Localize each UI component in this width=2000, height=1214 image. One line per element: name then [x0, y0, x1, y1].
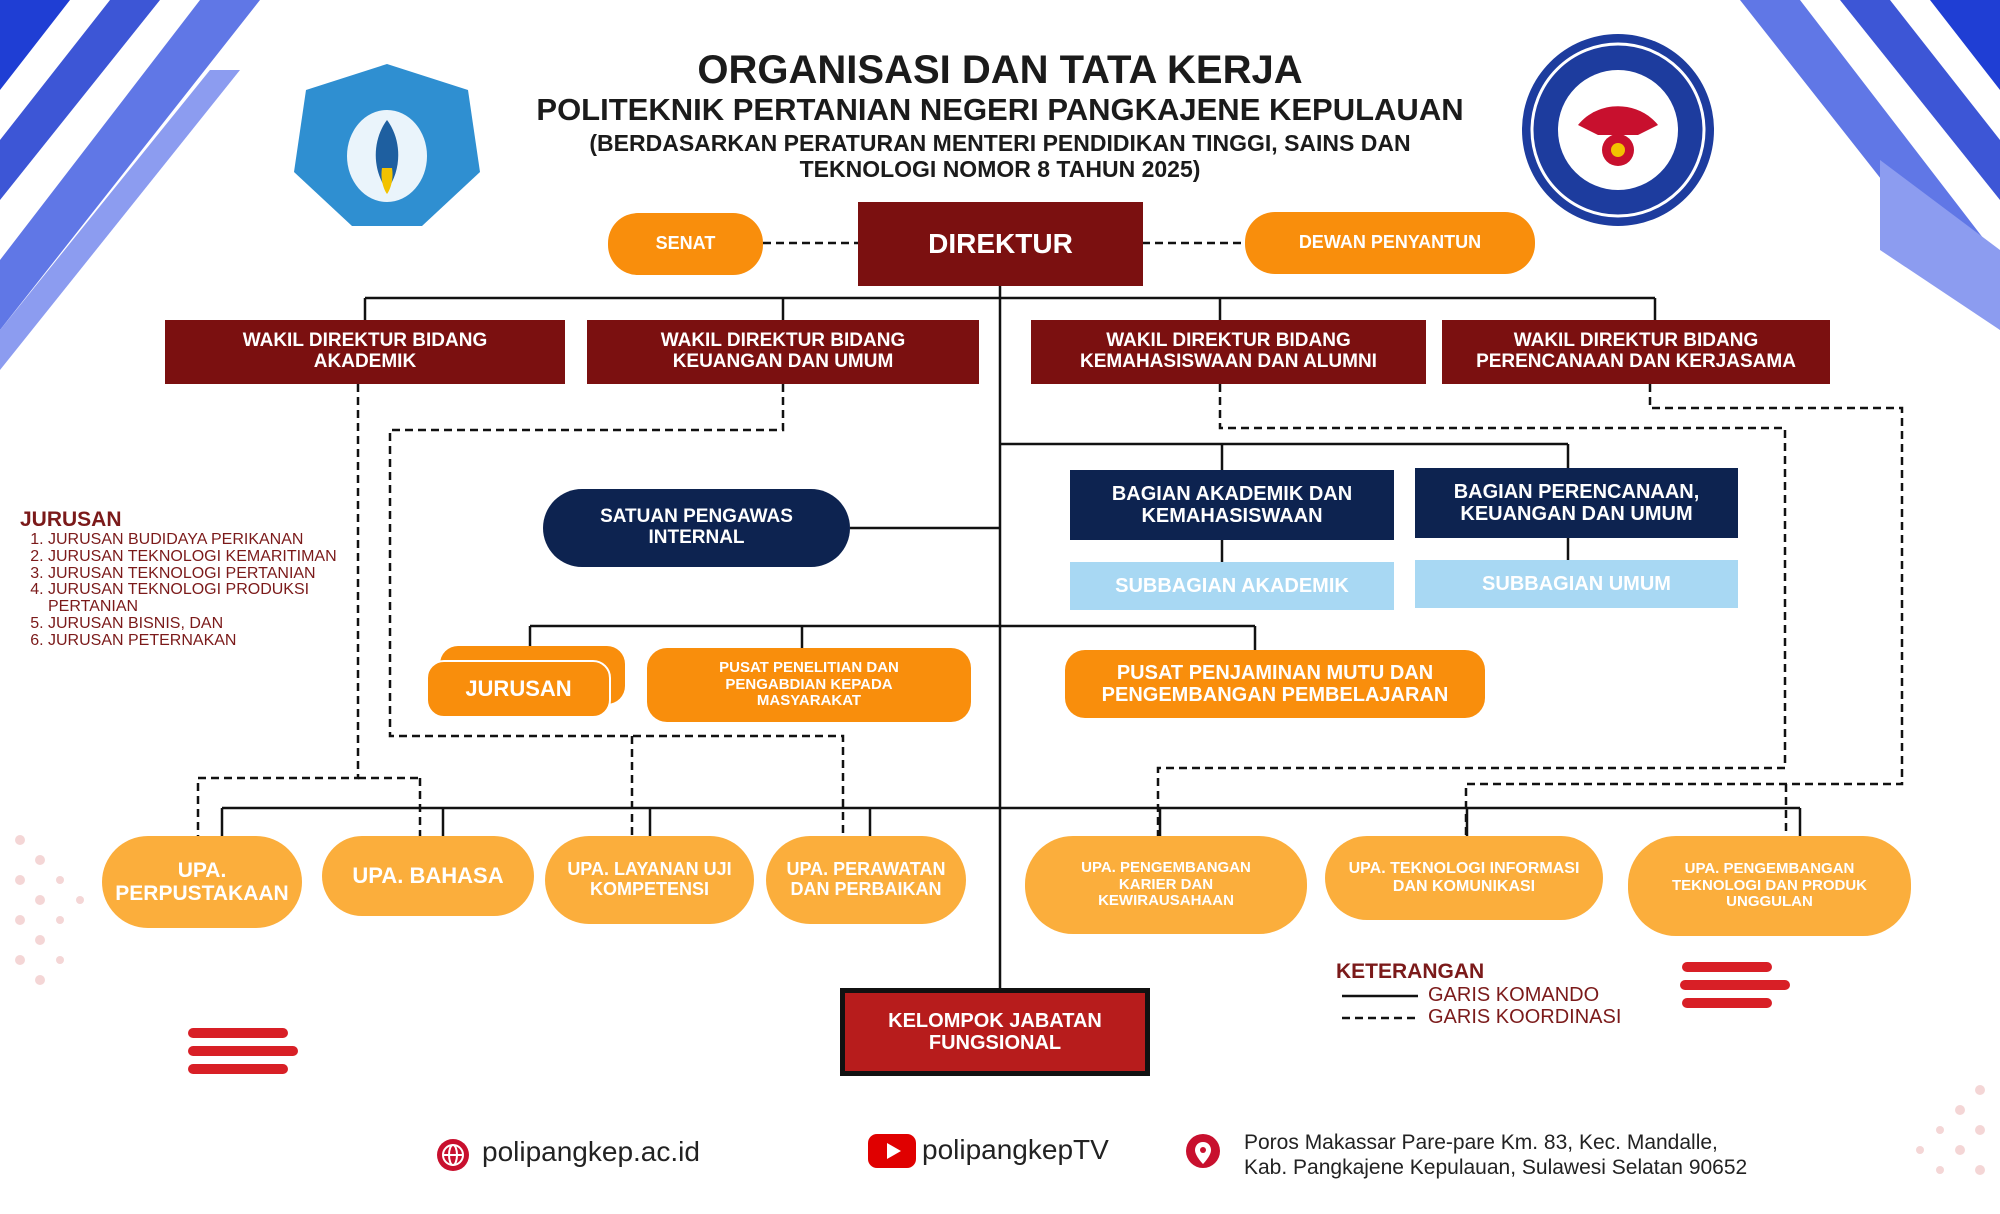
bagian-perencanaan-label-2: KEUANGAN DAN UMUM — [1460, 503, 1693, 525]
upa-bahasa-box: UPA. BAHASA — [322, 836, 534, 916]
direktur-box: DIREKTUR — [858, 202, 1143, 286]
subbagian-akademik-box: SUBBAGIAN AKADEMIK — [1070, 562, 1394, 610]
jurusan-box: JURUSAN — [426, 660, 611, 718]
jurusan-list-item: JURUSAN BISNIS, DAN — [48, 615, 350, 633]
bagian-akademik-label-2: KEMAHASISWAAN — [1141, 505, 1323, 527]
bagian-akademik-label-1: BAGIAN AKADEMIK DAN — [1111, 483, 1353, 505]
address-line1: Poros Makassar Pare-pare Km. 83, Kec. Ma… — [1244, 1131, 1718, 1154]
jurusan-list-item: JURUSAN PETERNAKAN — [48, 632, 350, 650]
upa-perawatan-label-1: UPA. PERAWATAN — [786, 859, 946, 880]
regulation-basis-line2: TEKNOLOGI NOMOR 8 TAHUN 2025) — [799, 156, 1201, 183]
youtube-icon — [868, 1134, 916, 1168]
youtube-channel-link[interactable]: polipangkepTV — [922, 1134, 1109, 1165]
institution-name: POLITEKNIK PERTANIAN NEGERI PANGKAJENE K… — [536, 92, 1464, 127]
regulation-basis: (BERDASARKAN PERATURAN MENTERI PENDIDIKA… — [480, 130, 1520, 183]
legend-heading: KETERANGAN — [1336, 960, 1485, 983]
upa-karier-label-2: KARIER DAN — [1118, 875, 1214, 893]
bottom-dots-left — [15, 835, 84, 985]
red-dot-cluster-right — [1680, 962, 1790, 1008]
upa-produk-label-1: UPA. PENGEMBANGAN — [1684, 860, 1855, 878]
coordination-lines — [196, 241, 1904, 836]
location-pin-icon — [1186, 1134, 1220, 1174]
upa-perawatan-label-2: DAN PERBAIKAN — [790, 879, 942, 899]
jurusan-list: JURUSAN JURUSAN BUDIDAYA PERIKANAN JURUS… — [20, 508, 350, 650]
upa-perpustakaan-label-2: PERPUSTAKAAN — [115, 882, 289, 905]
polipangkep-logo — [1518, 30, 1718, 230]
tut-wuri-handayani-logo — [292, 60, 482, 232]
jurusan-list-heading: JURUSAN — [20, 508, 122, 531]
address: Poros Makassar Pare-pare Km. 83, Kec. Ma… — [1244, 1130, 1804, 1180]
wakil-direktur-akademik-label-1: WAKIL DIREKTUR BIDANG — [242, 330, 488, 352]
bagian-perencanaan-box: BAGIAN PERENCANAAN,KEUANGAN DAN UMUM — [1415, 468, 1738, 538]
wakil-direktur-perencanaan-label-1: WAKIL DIREKTUR BIDANG — [1513, 330, 1759, 352]
jurusan-list-item: JURUSAN TEKNOLOGI PRODUKSI PERTANIAN — [48, 582, 350, 616]
upa-perpustakaan-label-1: UPA. — [177, 858, 227, 882]
upa-tik-label-2: DAN KOMUNIKASI — [1392, 878, 1536, 895]
upa-karier-label-3: KEWIRAUSAHAAN — [1098, 892, 1234, 910]
wakil-direktur-keuangan-label-2: KEUANGAN DAN UMUM — [672, 351, 894, 372]
senat-box: SENAT — [608, 213, 763, 275]
p3m-label-1: PUSAT PENELITIAN DAN — [719, 659, 899, 677]
legend-solid-label: GARIS KOMANDO — [1428, 984, 1600, 1006]
upa-perpustakaan-box: UPA.PERPUSTAKAAN — [102, 836, 302, 928]
bottom-dots-right — [1916, 1085, 1985, 1175]
command-lines — [220, 284, 1802, 990]
bagian-perencanaan-label-1: BAGIAN PERENCANAAN, — [1453, 481, 1700, 503]
subbagian-umum-box: SUBBAGIAN UMUM — [1415, 560, 1738, 608]
upa-layanan-uji-label-2: KOMPETENSI — [589, 879, 709, 899]
address-line2: Kab. Pangkajene Kepulauan, Sulawesi Sela… — [1244, 1156, 1748, 1180]
spi-label-1: SATUAN PENGAWAS — [600, 506, 793, 528]
jurusan-list-item: JURUSAN TEKNOLOGI PERTANIAN — [48, 565, 350, 583]
p4mp-label-2: PENGEMBANGAN PEMBELAJARAN — [1101, 684, 1449, 706]
right-corner-stripes — [1740, 0, 2000, 330]
wakil-direktur-perencanaan-label-2: PERENCANAAN DAN KERJASAMA — [1476, 351, 1796, 372]
globe-icon — [436, 1138, 470, 1172]
regulation-basis-line1: (BERDASARKAN PERATURAN MENTERI PENDIDIKA… — [589, 130, 1411, 156]
p3m-label-2: PENGABDIAN KEPADA — [725, 675, 893, 693]
jurusan-list-item: JURUSAN TEKNOLOGI KEMARITIMAN — [48, 548, 350, 566]
wakil-direktur-akademik-label-2: AKADEMIK — [313, 351, 417, 372]
upa-produk-label-3: UNGGULAN — [1726, 893, 1813, 911]
wakil-direktur-kemahasiswaan-label-2: KEMAHASISWAAN DAN ALUMNI — [1080, 351, 1377, 372]
dewan-penyantun-box: DEWAN PENYANTUN — [1245, 212, 1535, 274]
wakil-direktur-keuangan-label-1: WAKIL DIREKTUR BIDANG — [660, 330, 906, 352]
upa-tik-label-1: UPA. TEKNOLOGI INFORMASI — [1348, 860, 1580, 878]
kjf-label-1: KELOMPOK JABATAN — [888, 1010, 1102, 1032]
upa-produk-label-2: TEKNOLOGI DAN PRODUK — [1672, 876, 1867, 894]
p3m-label-3: MASYARAKAT — [756, 692, 862, 710]
jurusan-list-item: JURUSAN BUDIDAYA PERIKANAN — [48, 531, 350, 549]
wakil-direktur-kemahasiswaan-label-1: WAKIL DIREKTUR BIDANG — [1106, 330, 1351, 352]
spi-label-2: INTERNAL — [648, 527, 745, 548]
left-corner-stripes — [0, 0, 260, 370]
upa-layanan-uji-label-1: UPA. LAYANAN UJI — [567, 859, 732, 880]
page-title: ORGANISASI DAN TATA KERJA — [697, 48, 1303, 92]
red-dot-cluster-left — [188, 1028, 298, 1074]
upa-karier-label-1: UPA. PENGEMBANGAN — [1081, 859, 1251, 877]
p4mp-label-1: PUSAT PENJAMINAN MUTU DAN — [1116, 662, 1434, 684]
legend-dashed-label: GARIS KOORDINASI — [1428, 1006, 1622, 1028]
kjf-label-2: FUNGSIONAL — [928, 1032, 1062, 1054]
website-link[interactable]: polipangkep.ac.id — [482, 1136, 700, 1167]
